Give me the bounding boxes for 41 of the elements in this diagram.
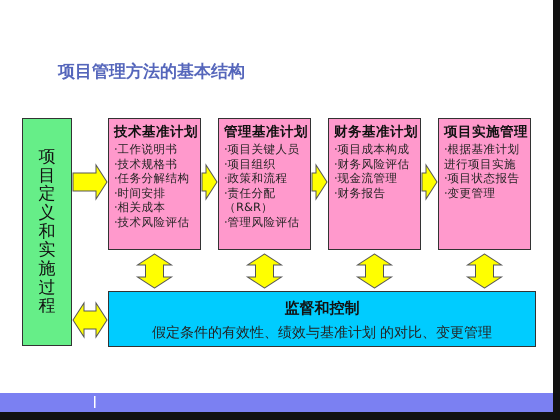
box-heading: 财务基准计划: [334, 123, 417, 141]
block-arrow: [136, 253, 174, 289]
bullet-item: ·政策和流程: [224, 171, 289, 186]
bullet-item: ·任务分解结构: [114, 171, 191, 186]
block-arrow: [246, 253, 284, 289]
bullet-item: ·相关成本: [114, 200, 167, 214]
plan-box: [438, 118, 531, 250]
bullet-item: ·现金流管理: [334, 171, 399, 186]
box-heading: 管理基准计划: [224, 123, 307, 141]
bullet-item: ·变更管理: [444, 186, 497, 200]
block-arrow: [422, 163, 438, 201]
bullet-item: ·项目状态报告: [444, 171, 521, 186]
bullet-item: ·财务报告: [334, 186, 387, 200]
bullet-item: ·项目成本构成: [334, 142, 411, 156]
block-arrow: [312, 163, 328, 201]
bullet-item: ·时间安排: [114, 186, 167, 200]
box-heading: 技术基准计划: [114, 123, 197, 141]
block-arrow: [72, 301, 108, 339]
plan-box: [108, 118, 201, 250]
box-heading: 项目实施管理: [444, 123, 527, 141]
control-box: [108, 291, 536, 347]
bullet-item: ·责任分配（R&R）: [224, 186, 277, 214]
slide-title: 项目管理方法的基本结构: [58, 61, 245, 83]
bullet-item: ·管理风险评估: [224, 214, 301, 229]
vertical-label: 项目定义和实施过程: [38, 148, 56, 316]
plan-box: [328, 118, 421, 250]
block-arrow: [466, 253, 504, 289]
box-heading: 监督和控制: [284, 299, 360, 318]
plan-box: [218, 118, 311, 250]
block-arrow: [202, 163, 218, 201]
bullet-item: ·技术规格书: [114, 156, 179, 171]
bullet-item: ·项目组织: [224, 156, 277, 171]
bullet-item: ·财务风险评估: [334, 156, 411, 171]
bullet-item: ·工作说明书: [114, 142, 179, 156]
process-box: [22, 118, 72, 346]
bullet-item: ·项目关键人员: [224, 142, 301, 156]
block-arrow: [72, 163, 108, 201]
block-arrow: [356, 253, 394, 289]
bullet-item: ·技术风险评估: [114, 214, 191, 229]
box-description: 假定条件的有效性、绩效与基准计划 的对比、变更管理: [152, 324, 492, 342]
bullet-item: ·根据基准计划进行项目实施: [444, 142, 521, 171]
